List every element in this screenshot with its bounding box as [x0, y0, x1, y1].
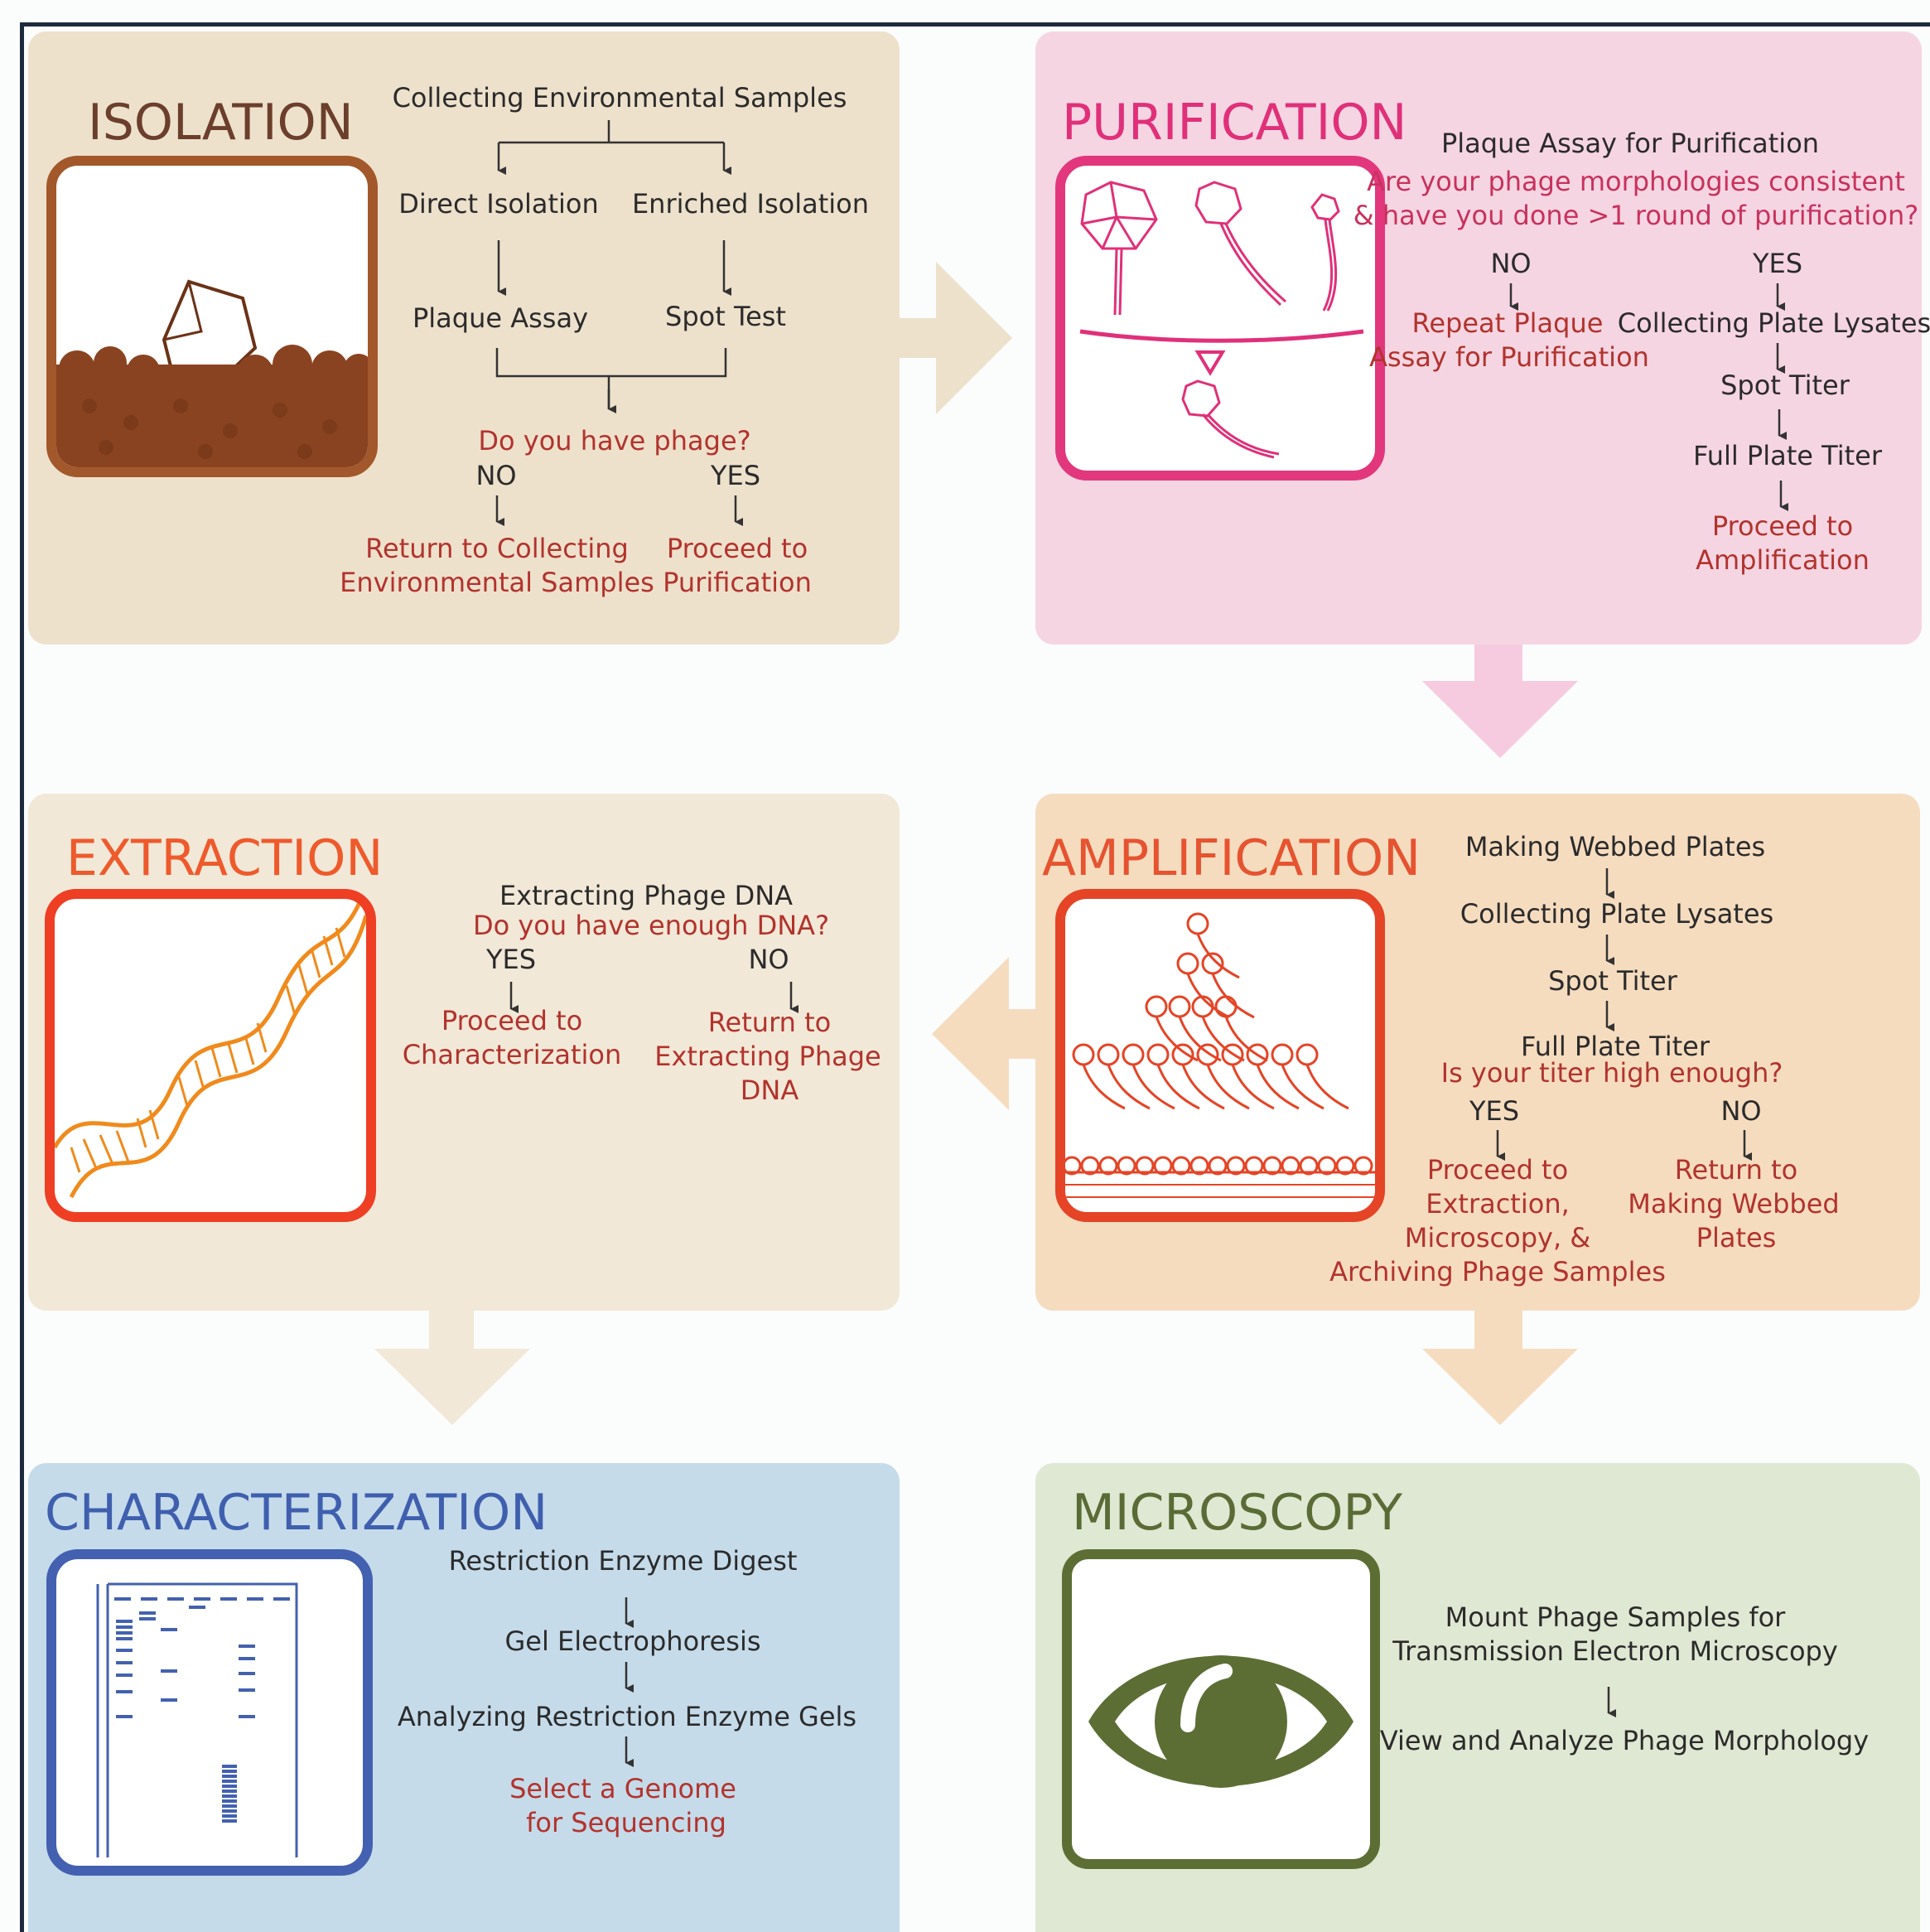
microscopy-step1-line2: Transmission Electron Microscopy — [1392, 1635, 1838, 1667]
isolation-question: Do you have phage? — [478, 425, 751, 456]
amplification-step1: Making Webbed Plates — [1464, 831, 1766, 862]
amplification-yes: YES — [1469, 1095, 1520, 1127]
extraction-step1: Extracting Phage DNA — [499, 880, 794, 911]
dna-helix-icon — [45, 889, 376, 1222]
characterization-action-1: Select a Genome — [509, 1773, 736, 1804]
phage-amplification-icon — [1055, 889, 1385, 1222]
purification-yes-step1: Collecting Plate Lysates — [1617, 307, 1930, 339]
extraction-question: Do you have enough DNA? — [472, 910, 830, 941]
isolation-step-collect: Collecting Environmental Samples — [392, 82, 847, 114]
isolation-enriched: Enriched Isolation — [631, 188, 870, 220]
amplification-title: AMPLIFICATION — [1042, 829, 1421, 887]
purification-title: PURIFICATION — [1062, 94, 1407, 152]
characterization-step2: Gel Electrophoresis — [504, 1625, 761, 1657]
eye-icon — [1062, 1549, 1380, 1869]
isolation-no: NO — [475, 460, 517, 491]
arrow-purification-to-amplification — [1422, 642, 1578, 758]
isolation-spot: Spot Test — [665, 301, 786, 332]
purification-yes-step3: Full Plate Titer — [1693, 440, 1882, 471]
purification-no: NO — [1490, 248, 1532, 279]
amplification-no-action-1: Return to — [1674, 1154, 1798, 1186]
characterization-step1: Restriction Enzyme Digest — [448, 1545, 798, 1577]
microscopy-step1-line1: Mount Phage Samples for — [1445, 1601, 1786, 1633]
arrow-amplification-to-extraction — [932, 957, 1040, 1110]
isolation-yes-action-1: Proceed to — [666, 533, 808, 564]
extraction-no-action-1: Return to — [707, 1007, 832, 1038]
extraction-title: EXTRACTION — [66, 829, 384, 887]
amplification-yes-action-4: Archiving Phage Samples — [1329, 1256, 1666, 1287]
amplification-no-action-2: Making Webbed — [1628, 1188, 1840, 1220]
isolation-yes: YES — [710, 460, 761, 491]
isolation-direct: Direct Isolation — [398, 188, 599, 220]
arrow-amplification-to-microscopy — [1422, 1311, 1578, 1425]
amplification-no-action-3: Plates — [1696, 1222, 1777, 1253]
isolation-no-action-1: Return to Collecting — [365, 533, 629, 564]
arrow-isolation-to-purification — [899, 262, 1012, 414]
amplification-yes-action-2: Extraction, — [1426, 1188, 1570, 1220]
extraction-yes-action-1: Proceed to — [441, 1005, 583, 1036]
amplification-yes-action-1: Proceed to — [1426, 1154, 1569, 1186]
microscopy-title: MICROSCOPY — [1072, 1484, 1402, 1542]
isolation-no-action-2: Environmental Samples — [340, 567, 654, 598]
amplification-step3: Spot Titer — [1548, 965, 1677, 997]
isolation-yes-action-2: Purification — [663, 567, 812, 598]
amplification-step4: Full Plate Titer — [1521, 1031, 1710, 1062]
characterization-title: CHARACTERIZATION — [45, 1484, 548, 1542]
soil-phage-icon — [46, 156, 378, 477]
extraction-yes: YES — [485, 944, 537, 975]
extraction-no: NO — [748, 944, 789, 975]
purification-yes-action-2: Amplification — [1696, 544, 1870, 576]
amplification-question: Is your titer high enough? — [1440, 1057, 1783, 1089]
phage-morphology-icon — [1055, 156, 1385, 481]
purification-no-action-2: Assay for Purification — [1369, 341, 1649, 373]
isolation-plaque: Plaque Assay — [412, 302, 589, 334]
purification-question-1: Are your phage morphologies consistent — [1367, 166, 1905, 197]
purification-no-action-1: Repeat Plaque — [1411, 307, 1604, 339]
microscopy-step2: View and Analyze Phage Morphology — [1379, 1725, 1870, 1756]
extraction-no-action-3: DNA — [740, 1075, 799, 1106]
characterization-action-2: for Sequencing — [526, 1807, 726, 1838]
purification-yes: YES — [1752, 248, 1803, 279]
purification-question-2: & have you done >1 round of purification… — [1353, 200, 1919, 231]
purification-step1: Plaque Assay for Purification — [1440, 128, 1820, 159]
characterization-step3: Analyzing Restriction Enzyme Gels — [397, 1701, 857, 1732]
purification-yes-step2: Spot Titer — [1720, 369, 1850, 401]
gel-electrophoresis-icon — [46, 1549, 373, 1876]
amplification-step2: Collecting Plate Lysates — [1460, 898, 1774, 930]
extraction-yes-action-2: Characterization — [402, 1039, 622, 1070]
isolation-title: ISOLATION — [88, 94, 354, 152]
extraction-no-action-2: Extracting Phage — [654, 1041, 881, 1072]
purification-yes-action-1: Proceed to — [1711, 510, 1854, 542]
arrow-extraction-to-characterization — [374, 1311, 530, 1425]
amplification-yes-action-3: Microscopy, & — [1404, 1222, 1591, 1253]
amplification-no: NO — [1720, 1095, 1762, 1127]
